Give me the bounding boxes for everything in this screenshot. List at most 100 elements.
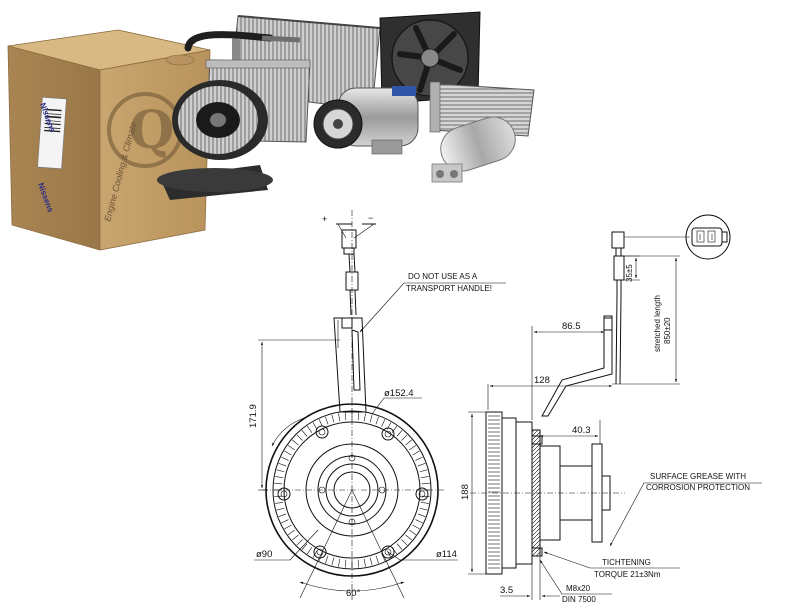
dim-60-degrees: 60° — [346, 588, 361, 599]
fin-line — [287, 445, 295, 451]
fan-clutch-side-view: 35±5 stretched length 850±20 86.5 — [460, 214, 762, 604]
fin-line — [421, 495, 430, 498]
torque-line-1: TICHTENING — [602, 558, 651, 567]
dim-40-3-text: 40.3 — [572, 425, 591, 436]
dim-height-left: 171.9 — [248, 339, 340, 491]
fin-line — [344, 559, 347, 568]
fin-line — [344, 412, 347, 421]
fin-line — [357, 412, 360, 421]
dim-188: 188 — [460, 411, 486, 575]
fin-line — [278, 463, 287, 467]
fin-line — [275, 476, 284, 479]
barcode-icon — [44, 108, 62, 133]
dim-dia-152-4: ø152.4 — [384, 388, 414, 399]
pin-label-minus: − — [368, 213, 373, 223]
fin-line — [420, 476, 429, 479]
fin-line — [375, 555, 379, 564]
fin-line — [284, 524, 292, 530]
product-photo: Nissens Nissens Q Engine Cooling & Clima… — [7, 11, 535, 251]
dim-35: 35±5 — [622, 255, 640, 282]
fan-clutch-front-view: + − DO NOT USE AS A TRANSPORT HANDLE! — [248, 210, 506, 600]
fin-line — [338, 413, 341, 422]
dim-90-diameter: ø90 — [254, 529, 319, 561]
fin-line — [281, 519, 289, 524]
fin-line — [296, 539, 303, 546]
svg-text:Q: Q — [129, 100, 174, 161]
fin-line — [396, 543, 403, 550]
dim-188-text: 188 — [460, 484, 471, 500]
fin-line — [412, 524, 420, 530]
fan-clutch-disc — [262, 403, 446, 577]
dim-128-text: 128 — [534, 375, 550, 386]
grease-line-2: CORROSION PROTECTION — [646, 483, 750, 492]
fin-line — [419, 507, 428, 511]
fin-line — [312, 550, 318, 558]
fin-line — [292, 439, 299, 446]
dim-dia-114: ø114 — [436, 549, 457, 560]
grease-note: SURFACE GREASE WITH CORROSION PROTECTION — [609, 472, 762, 547]
fin-line — [325, 416, 329, 425]
pin-label-plus: + — [322, 214, 327, 224]
fin-line — [278, 513, 287, 517]
fin-line — [276, 469, 285, 473]
side-cooling-fins — [488, 415, 500, 569]
fin-line — [417, 463, 426, 467]
fin-line — [287, 529, 295, 535]
fin-line — [274, 482, 283, 485]
dim-114-diameter: ø114 — [387, 549, 458, 561]
fin-line — [420, 501, 429, 504]
dim-128: 128 — [487, 375, 613, 410]
dim-86-5-text: 86.5 — [562, 321, 581, 332]
rotation-arrow-icon — [271, 417, 305, 447]
fin-line — [292, 534, 299, 541]
fin-line — [415, 456, 423, 461]
dim-stretched-length: stretched length 850±20 — [612, 255, 680, 385]
fin-line — [421, 482, 430, 485]
torque-line-2: TORQUE 21±3Nm — [594, 570, 661, 579]
bolt-line-1: M8x20 — [566, 584, 591, 593]
fin-line — [275, 501, 284, 504]
fin-line — [369, 557, 373, 566]
dim-3-5: 3.5 — [500, 556, 560, 600]
dim-3-5-text: 3.5 — [500, 585, 513, 596]
fin-line — [307, 547, 313, 555]
fin-line — [409, 445, 417, 451]
fin-line — [405, 439, 412, 446]
dim-angle-60: 60° — [299, 489, 405, 599]
box-seal-icon — [165, 54, 195, 66]
grease-line-1: SURFACE GREASE WITH — [650, 472, 746, 481]
fin-line — [415, 519, 423, 524]
fin-line — [363, 558, 366, 567]
fin-line — [338, 558, 341, 567]
fin-line — [369, 414, 373, 423]
receiver-dryer-photo — [431, 116, 516, 183]
fin-line — [419, 469, 428, 473]
stretched-length-value: 850±20 — [663, 317, 672, 344]
warning-line-1: DO NOT USE AS A — [408, 272, 478, 281]
fin-line — [318, 419, 323, 427]
fin-line — [276, 507, 285, 511]
fin-line — [331, 414, 335, 423]
q-logo-icon: Q — [107, 92, 183, 168]
fin-line — [401, 539, 408, 546]
fin-line — [363, 413, 366, 422]
connector-detail-icon — [685, 214, 731, 260]
fin-line — [325, 555, 329, 564]
dim-outer-diameter: ø152.4 — [371, 388, 422, 415]
bolt-note: M8x20 DIN 7500 — [539, 559, 612, 604]
sensor-connector — [611, 231, 690, 296]
fin-line — [301, 543, 308, 550]
ac-hose-photo — [184, 31, 301, 52]
fin-line — [296, 434, 303, 441]
fin-line — [391, 425, 397, 433]
fin-line — [301, 430, 308, 437]
fin-line — [375, 416, 379, 425]
fin-line — [412, 450, 420, 456]
stretched-length-label: stretched length — [653, 295, 662, 352]
dim-171-9: 171.9 — [248, 404, 259, 428]
clutch-housing-profile — [470, 411, 625, 575]
sensor-bracket-arm — [541, 315, 613, 417]
torque-note: TICHTENING TORQUE 21±3Nm — [543, 551, 680, 579]
radiator-fan-photo — [379, 11, 481, 105]
